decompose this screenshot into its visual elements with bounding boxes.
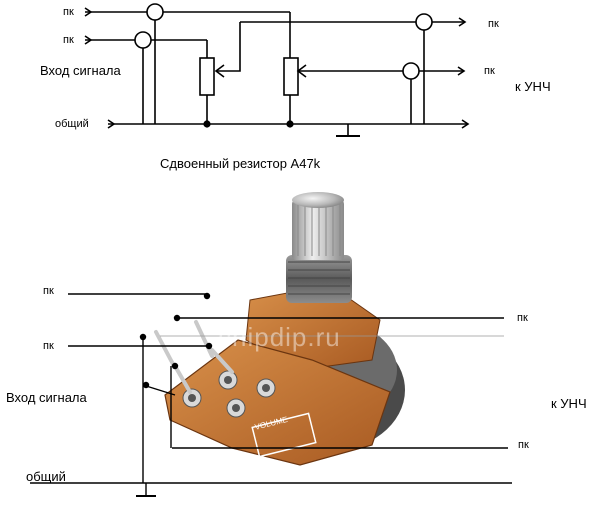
- photo-output-label-1: пк: [517, 312, 528, 324]
- photo-junctions: [139, 292, 213, 389]
- resistor-2: [283, 57, 307, 124]
- photo-signal-input-label: Вход сигнала: [6, 390, 87, 405]
- pins: [154, 320, 234, 394]
- photo-output-label-2: пк: [518, 439, 529, 451]
- shaft-top: [292, 192, 344, 208]
- output-label-2: пк: [484, 65, 495, 77]
- photo-input-label-2: пк: [43, 340, 54, 352]
- front-wafer: [164, 339, 391, 466]
- output-label-1: пк: [488, 18, 499, 30]
- photo-wiring: [30, 293, 512, 497]
- input-label-1: пк: [63, 6, 74, 18]
- shaft: [292, 200, 344, 260]
- to-amp-label: к УНЧ: [515, 79, 551, 94]
- ground-symbol: [336, 124, 360, 137]
- solder-terminals: [182, 370, 276, 418]
- bushing: [286, 255, 352, 303]
- common-label: общий: [55, 118, 89, 130]
- output-line-2: [298, 66, 466, 76]
- junction-dot: [203, 120, 211, 128]
- input-line-1: [84, 7, 291, 58]
- potentiometer-illustration: [154, 192, 405, 466]
- shield-tap-right-2: [402, 62, 420, 124]
- shield-tap-left-1: [146, 3, 164, 124]
- caption: Сдвоенный резистор А47k: [160, 156, 321, 171]
- input-label-2: пк: [63, 34, 74, 46]
- photo-common-label: общий: [26, 469, 66, 484]
- resistor-1: [199, 22, 241, 124]
- shield-tap-left-2: [134, 31, 152, 124]
- shield-tap-right-1: [415, 13, 433, 124]
- schematic: [84, 3, 470, 137]
- photo-to-amp-label: к УНЧ: [551, 396, 587, 411]
- junction-dot: [286, 120, 294, 128]
- watermark: chipdip.ru: [218, 322, 341, 352]
- signal-input-label: Вход сигнала: [40, 63, 121, 78]
- photo-input-label-1: пк: [43, 285, 54, 297]
